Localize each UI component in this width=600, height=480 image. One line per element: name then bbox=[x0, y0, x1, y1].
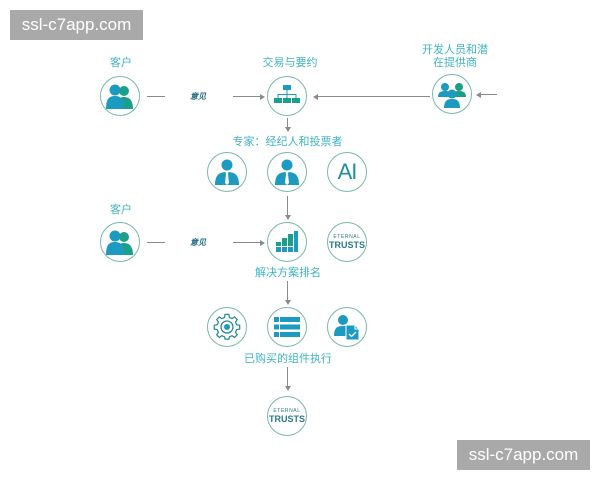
connector-line bbox=[318, 96, 430, 97]
watermark-bottom: ssl-c7app.com bbox=[457, 440, 590, 470]
list-node[interactable] bbox=[267, 307, 307, 347]
eternal-trusts-node[interactable]: ETERNAL TRUSTS bbox=[327, 222, 367, 262]
developers-label-line1: 开发人员和潜 bbox=[422, 43, 488, 56]
arrow-down bbox=[284, 127, 291, 132]
arrow-left bbox=[476, 91, 481, 98]
logo-line1: ETERNAL bbox=[333, 233, 361, 240]
logo-line2: TRUSTS bbox=[269, 413, 305, 424]
feedback-label: 意见 bbox=[190, 238, 206, 247]
developers-node[interactable] bbox=[432, 74, 472, 114]
connector-line bbox=[481, 94, 497, 95]
execution-label: 已购买的组件执行 bbox=[244, 352, 332, 365]
users-pair-icon bbox=[106, 84, 133, 109]
list-icon bbox=[274, 317, 300, 337]
voter-node[interactable] bbox=[267, 152, 307, 192]
businessman-icon bbox=[215, 159, 239, 185]
hierarchy-org-chart-icon bbox=[274, 85, 300, 103]
connector-line bbox=[287, 367, 288, 387]
ai-text-icon: AI bbox=[337, 159, 358, 184]
connector-line bbox=[287, 196, 288, 216]
logo-line1: ETERNAL bbox=[273, 407, 301, 414]
user-document-check-icon bbox=[334, 315, 360, 340]
gear-icon bbox=[213, 313, 241, 340]
bar-chart-icon bbox=[276, 231, 298, 252]
feedback-label: 意见 bbox=[190, 92, 206, 101]
developers-label-line2: 在提供商 bbox=[433, 56, 477, 69]
ai-node[interactable]: AI bbox=[327, 152, 367, 192]
connector-line bbox=[233, 242, 261, 243]
arrow-left bbox=[313, 93, 318, 100]
businessman-icon bbox=[275, 159, 299, 185]
eternal-trusts-logo: ETERNAL TRUSTS bbox=[329, 233, 365, 250]
trade-node[interactable] bbox=[267, 76, 307, 116]
connector-line bbox=[147, 96, 165, 97]
connector-line bbox=[147, 242, 165, 243]
client-label: 客户 bbox=[110, 56, 132, 69]
eternal-trusts-final-node[interactable]: ETERNAL TRUSTS bbox=[267, 396, 307, 436]
arrow-right bbox=[260, 93, 265, 100]
user-group-icon bbox=[438, 83, 466, 108]
experts-label: 专家：经纪人和投票者 bbox=[232, 135, 343, 148]
arrow-down bbox=[284, 386, 291, 391]
connector-line bbox=[233, 96, 261, 97]
client-node[interactable] bbox=[100, 76, 140, 116]
arrow-right bbox=[260, 239, 265, 246]
gear-node[interactable] bbox=[207, 307, 247, 347]
connector-line bbox=[287, 281, 288, 301]
connector-line bbox=[287, 118, 288, 128]
watermark-top: ssl-c7app.com bbox=[10, 10, 143, 40]
arrow-down bbox=[284, 300, 291, 305]
client-label: 客户 bbox=[110, 203, 132, 216]
broker-node[interactable] bbox=[207, 152, 247, 192]
ranking-node[interactable] bbox=[267, 222, 307, 262]
ranking-label: 解决方案排名 bbox=[255, 266, 321, 279]
eternal-trusts-logo: ETERNAL TRUSTS bbox=[269, 407, 305, 424]
client-node[interactable] bbox=[100, 222, 140, 262]
arrow-down bbox=[284, 215, 291, 220]
users-pair-icon bbox=[106, 230, 133, 255]
trade-label: 交易与要约 bbox=[262, 56, 318, 69]
user-document-node[interactable] bbox=[327, 307, 367, 347]
logo-line2: TRUSTS bbox=[329, 239, 365, 250]
